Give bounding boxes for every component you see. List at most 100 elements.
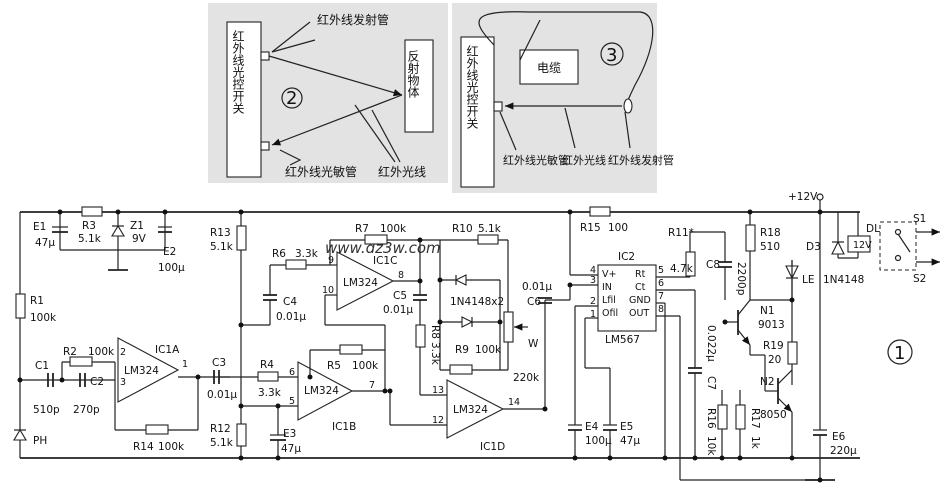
emitter-pointer-3 — [624, 111, 631, 149]
receiver-tube-3 — [493, 101, 503, 112]
r14 — [145, 424, 169, 435]
ic1c-pin10: 10 — [322, 285, 334, 296]
cable-pointer — [519, 19, 541, 61]
diagram-2-number-circle — [281, 87, 303, 109]
r6-value: 3.3k — [295, 248, 319, 260]
c5-label: C5 — [393, 290, 407, 302]
r1 — [15, 293, 26, 319]
ic2-pin-gnd: GND — [629, 295, 651, 306]
c2-value: 270p — [73, 404, 100, 416]
cable-label: 电缆 — [537, 61, 561, 75]
c6-label: C6 — [527, 296, 541, 308]
ic2-pin4: 4 — [590, 265, 596, 276]
c8-label: C8 — [706, 259, 720, 271]
ic1d-pin12: 12 — [432, 415, 444, 426]
r16-label: R16 — [705, 408, 717, 429]
c7-label: C7 — [705, 376, 717, 390]
diode-b — [461, 316, 474, 328]
cable-label-box — [519, 49, 579, 85]
ic1b-part: LM324 — [304, 385, 339, 397]
r2-label: R2 — [63, 346, 77, 358]
emitted-ray — [268, 55, 403, 97]
r3-label: R3 — [82, 220, 96, 232]
r13-value: 5.1k — [210, 241, 234, 253]
ph-label: PH — [33, 435, 47, 447]
ic1c-opamp — [336, 251, 395, 311]
e5-label: E5 — [620, 421, 633, 433]
n1-label: N1 — [760, 305, 775, 317]
r8-label: R8 — [429, 325, 441, 339]
ic1a-label: IC1A — [155, 344, 180, 356]
r1-label: R1 — [30, 295, 44, 307]
ic2-pin6: 6 — [658, 278, 664, 289]
s2-label: S2 — [913, 273, 926, 285]
c6-value: 0.01μ — [522, 281, 552, 293]
e2-value: 100μ — [158, 262, 185, 274]
receiver-pointer-3 — [499, 111, 517, 151]
ic2-pin-ct: Ct — [635, 282, 646, 293]
r11-value: 4.7k — [670, 263, 694, 275]
junction-dots — [17, 209, 823, 483]
r10-label: R10 — [452, 223, 473, 235]
diode-a — [454, 274, 467, 286]
r11-label: R11* — [668, 227, 694, 239]
c1-label: C1 — [35, 360, 49, 372]
ic2-label: IC2 — [618, 251, 635, 263]
reflective-sensor-diagram: 红外线光控开关 反射物体 红外线发射管 红外线光敏管 红外光线 2 — [208, 3, 448, 183]
ic1d-pin13: 13 — [432, 385, 444, 396]
ic1a-opamp — [117, 337, 180, 403]
r6 — [285, 259, 307, 270]
receiver-label-3a: 红外线光敏管 — [503, 153, 569, 167]
ic1a-pin1: 1 — [182, 359, 188, 370]
e2-label: E2 — [163, 246, 176, 258]
ic1c-label: IC1C — [373, 255, 397, 267]
diagram-1-number-circle — [887, 339, 913, 365]
cable-loop — [478, 11, 654, 106]
e4-value: 100μ — [585, 435, 612, 447]
r4 — [257, 371, 279, 382]
r18-label: R18 — [760, 227, 781, 239]
switch-label: 红外线光控开关 — [231, 29, 245, 114]
ic2-pin-ofil: Ofil — [602, 308, 618, 319]
ph-photodiode — [13, 428, 27, 441]
ic2-pin-rt: Rt — [635, 269, 646, 280]
reflected-ray — [271, 94, 403, 146]
c3-value: 0.01μ — [207, 389, 237, 401]
ic2-pin-lfil: Lfil — [602, 295, 616, 306]
ic1b-pin7: 7 — [369, 380, 375, 391]
w-value: 220k — [513, 372, 540, 384]
dl-label: DL — [866, 223, 880, 235]
reflector-box — [404, 39, 434, 133]
dl-value: 12V — [853, 240, 872, 251]
le-label: LE — [802, 274, 814, 286]
ic2-lm567 — [597, 264, 657, 332]
ic1d-part: LM324 — [453, 404, 488, 416]
d3-diode — [831, 240, 845, 255]
r9 — [449, 364, 473, 375]
c7-value: 0.022μ — [705, 325, 717, 362]
emitter-tube-3 — [623, 98, 633, 114]
diagram-3-number: 3 — [606, 45, 617, 66]
reflector-label: 反射物体 — [406, 50, 420, 99]
ic1a-part: LM324 — [124, 365, 159, 377]
e3-value: 47μ — [281, 443, 301, 455]
r10-value: 5.1k — [478, 223, 502, 235]
receiver-tube — [260, 141, 270, 151]
r3 — [81, 206, 103, 217]
switch-label-3: 红外线光控开关 — [465, 44, 479, 129]
r17-value: 1k — [749, 436, 761, 450]
diagram-1-number: 1 — [894, 343, 905, 364]
r14-label: R14 — [133, 441, 154, 453]
d3-label: D3 — [806, 241, 821, 253]
ic2-pin5: 5 — [658, 265, 664, 276]
n2-label: N2 — [760, 376, 775, 388]
main-circuit: E1 47μ R3 5.1k Z1 9V E2 100μ R1 100k C1 … — [13, 191, 940, 483]
r8 — [415, 324, 426, 348]
emitter-tube — [260, 51, 270, 61]
r1-value: 100k — [30, 312, 57, 324]
ray-label: 红外光线 — [378, 164, 426, 179]
c4-label: C4 — [283, 296, 297, 308]
r18-value: 510 — [760, 241, 780, 253]
ic2-pin8: 8 — [658, 304, 664, 315]
emitter-pointer — [271, 21, 316, 53]
